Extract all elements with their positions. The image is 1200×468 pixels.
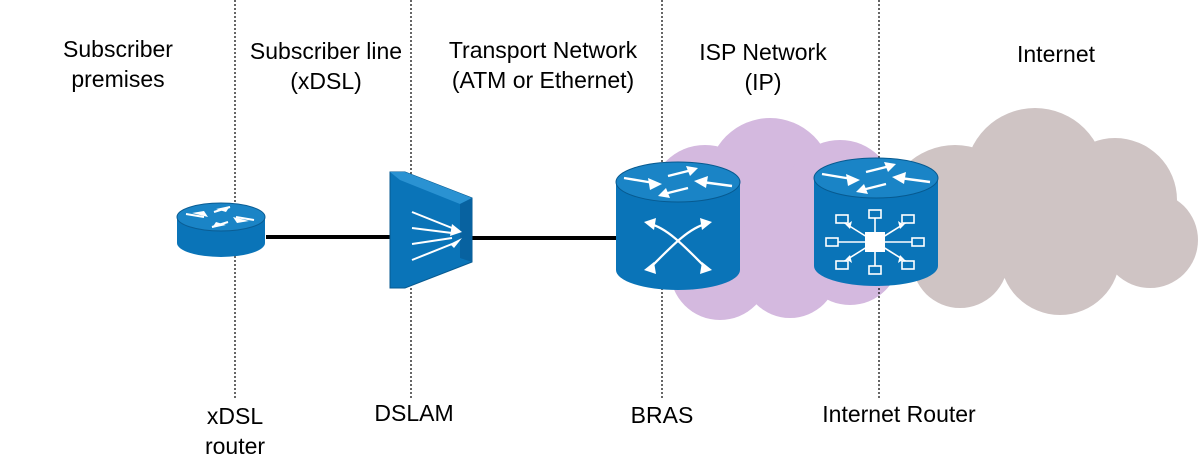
device-label-line: xDSL <box>206 403 264 429</box>
zone-label-line: Transport Network <box>448 37 638 63</box>
zone-label-internet: Internet <box>1017 39 1095 69</box>
zone-label-line: ISP Network <box>699 39 827 65</box>
device-label-dslam: DSLAM <box>374 398 453 428</box>
zone-label-isp-network: ISP Network (IP) <box>699 37 826 97</box>
dslam-icon <box>389 171 473 289</box>
device-label-line: BRAS <box>630 402 694 428</box>
zone-label-line: (xDSL) <box>290 68 362 94</box>
device-label-line: DSLAM <box>374 400 454 426</box>
zone-label-line: Internet <box>1017 41 1095 67</box>
zone-label-subscriber-line: Subscriber line (xDSL) <box>250 36 402 96</box>
device-label-line: router <box>204 433 266 459</box>
zone-label-subscriber-premises: Subscriber premises <box>63 34 173 94</box>
device-label-line: Internet Router <box>822 401 976 427</box>
zone-label-transport-network: Transport Network (ATM or Ethernet) <box>449 35 637 95</box>
xdsl-router-icon <box>176 202 266 257</box>
device-label-xdsl-router: xDSL router <box>205 401 265 461</box>
zone-label-line: (IP) <box>744 69 782 95</box>
zone-label-line: Subscriber line <box>249 38 403 64</box>
zone-label-line: (ATM or Ethernet) <box>451 67 635 93</box>
bras-icon <box>615 161 741 290</box>
zone-label-line: Subscriber <box>63 36 173 62</box>
internet-router-icon <box>813 157 939 286</box>
device-label-internet-router: Internet Router <box>822 399 975 429</box>
zone-label-line: premises <box>71 66 165 92</box>
device-label-bras: BRAS <box>631 400 694 430</box>
